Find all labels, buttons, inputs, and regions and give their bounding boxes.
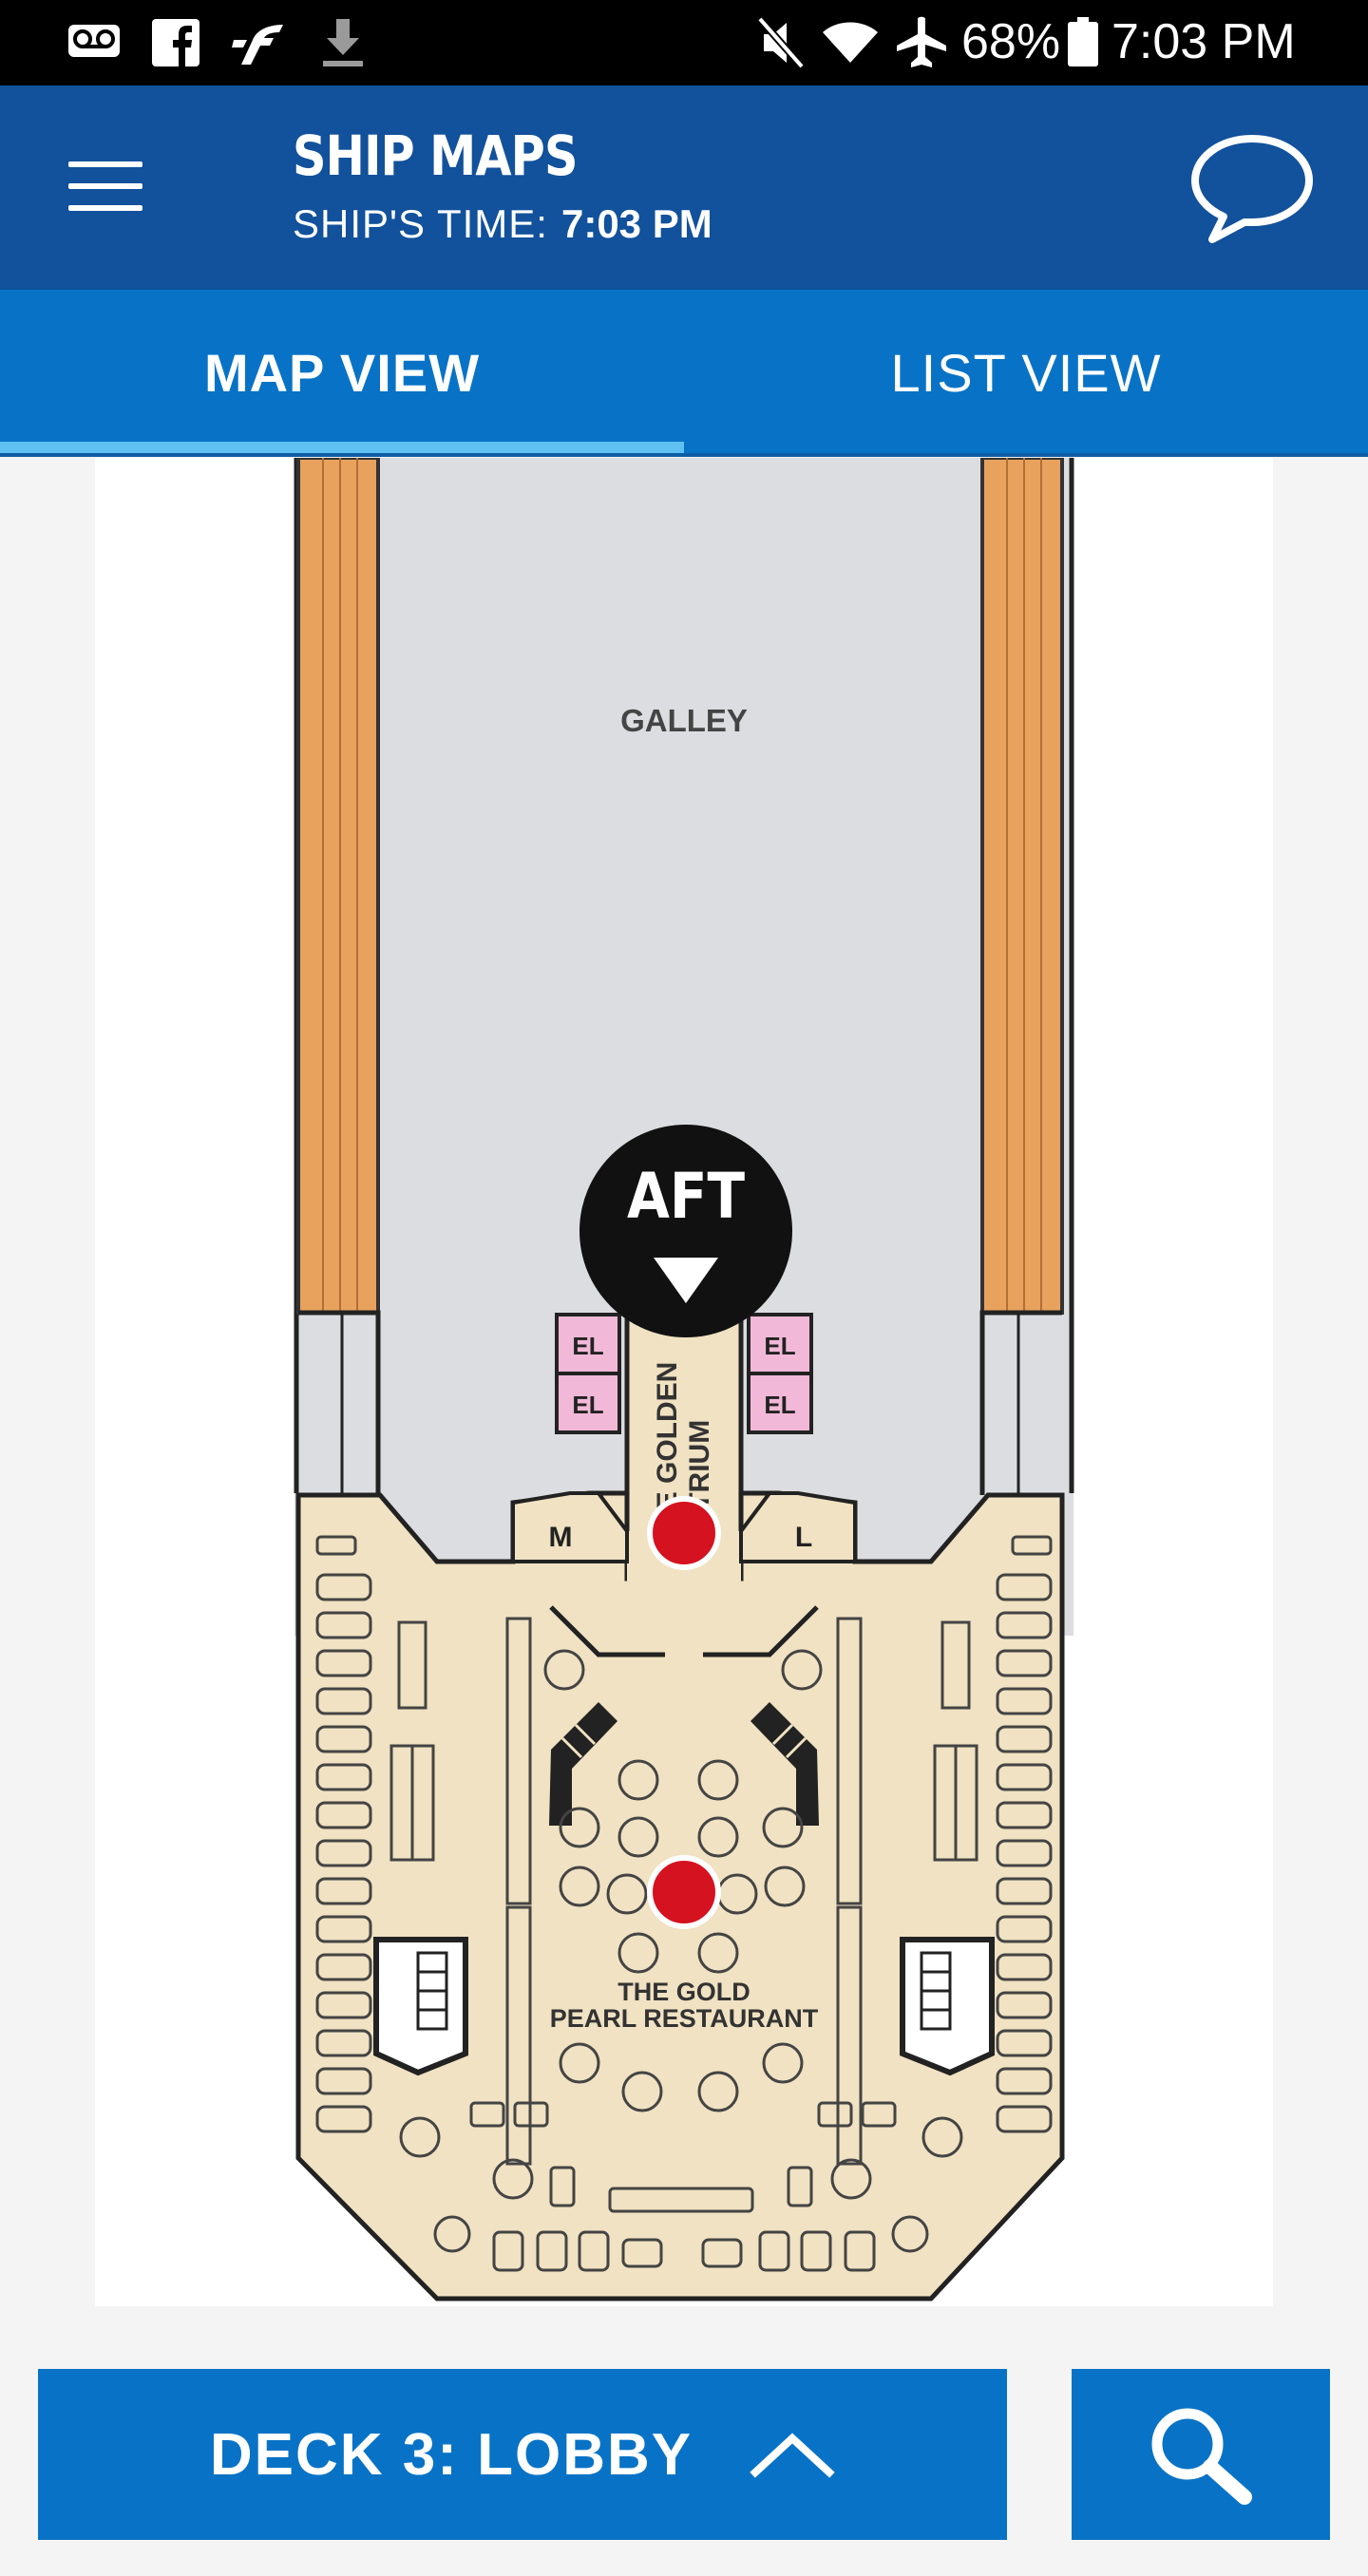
view-tabs: MAP VIEW LIST VIEW bbox=[0, 290, 1368, 457]
download-icon bbox=[323, 19, 363, 66]
hamburger-menu-icon[interactable] bbox=[68, 161, 142, 217]
elevator-label: EL bbox=[572, 1332, 603, 1360]
restaurant-label-line1: THE GOLD bbox=[618, 1978, 750, 2006]
left-service-station bbox=[373, 1937, 468, 2076]
clock: 7:03 PM bbox=[1112, 14, 1296, 69]
tab-list-view[interactable]: LIST VIEW bbox=[890, 343, 1162, 403]
left-staircase bbox=[549, 1702, 618, 1826]
status-bar: 68% 7:03 PM bbox=[0, 0, 1368, 85]
m-label: M bbox=[549, 1522, 573, 1553]
chat-bubble-icon[interactable] bbox=[1188, 131, 1317, 245]
aft-label: AFT bbox=[627, 1160, 745, 1233]
tab-divider bbox=[0, 453, 1368, 457]
airplane-icon bbox=[897, 16, 946, 67]
arrow-down-icon bbox=[654, 1258, 718, 1303]
elevator-label: EL bbox=[572, 1391, 603, 1419]
battery-icon bbox=[1068, 17, 1098, 66]
battery-percent: 68% bbox=[961, 14, 1061, 69]
m-room: M bbox=[511, 1491, 629, 1563]
left-wood-deck bbox=[296, 458, 380, 1315]
ship-time-value: 7:03 PM bbox=[560, 201, 712, 246]
search-icon bbox=[1151, 2408, 1252, 2505]
right-wood-deck bbox=[980, 458, 1064, 1315]
right-booths bbox=[996, 1535, 1053, 2133]
long-tables bbox=[390, 1617, 978, 2166]
elevators: EL EL EL EL bbox=[555, 1313, 813, 1434]
elevator-label: EL bbox=[764, 1391, 795, 1419]
deck-label: DECK 3: LOBBY bbox=[209, 2421, 694, 2488]
carnival-icon bbox=[232, 25, 283, 65]
chevron-up-icon bbox=[750, 2433, 835, 2478]
right-service-station bbox=[900, 1937, 995, 2076]
l-room: L bbox=[739, 1491, 857, 1563]
deck-map-drawing: GALLEY M L EL EL EL EL THE GOLD bbox=[294, 458, 1074, 2301]
right-staircase bbox=[750, 1702, 819, 1826]
voicemail-icon bbox=[68, 25, 120, 57]
facebook-icon bbox=[152, 19, 200, 66]
left-booths bbox=[315, 1535, 372, 2133]
deck-map[interactable]: GALLEY M L EL EL EL EL THE GOLD bbox=[95, 458, 1273, 2306]
tab-map-view[interactable]: MAP VIEW bbox=[203, 343, 481, 403]
aft-direction-badge: AFT bbox=[580, 1125, 792, 1337]
app-header: SHIP MAPS SHIP'S TIME: 7:03 PM bbox=[0, 85, 1368, 290]
restaurant-label-line2: PEARL RESTAURANT bbox=[550, 2004, 819, 2033]
lower-booths bbox=[469, 2101, 897, 2272]
active-tab-indicator bbox=[0, 442, 684, 453]
ship-time-label: SHIP'S TIME: bbox=[293, 201, 548, 246]
l-label: L bbox=[795, 1522, 812, 1553]
search-button[interactable] bbox=[1072, 2369, 1330, 2540]
deck-selector-button[interactable]: DECK 3: LOBBY bbox=[38, 2369, 1007, 2540]
wifi-icon bbox=[823, 22, 878, 63]
galley-label: GALLEY bbox=[620, 703, 748, 738]
mute-icon bbox=[758, 17, 806, 68]
ship-time: SHIP'S TIME: 7:03 PM bbox=[293, 201, 712, 247]
location-marker bbox=[647, 1855, 721, 1929]
elevator-label: EL bbox=[764, 1332, 795, 1360]
page-title: SHIP MAPS bbox=[293, 123, 578, 188]
round-tables bbox=[399, 1649, 963, 2253]
location-marker bbox=[647, 1496, 721, 1570]
